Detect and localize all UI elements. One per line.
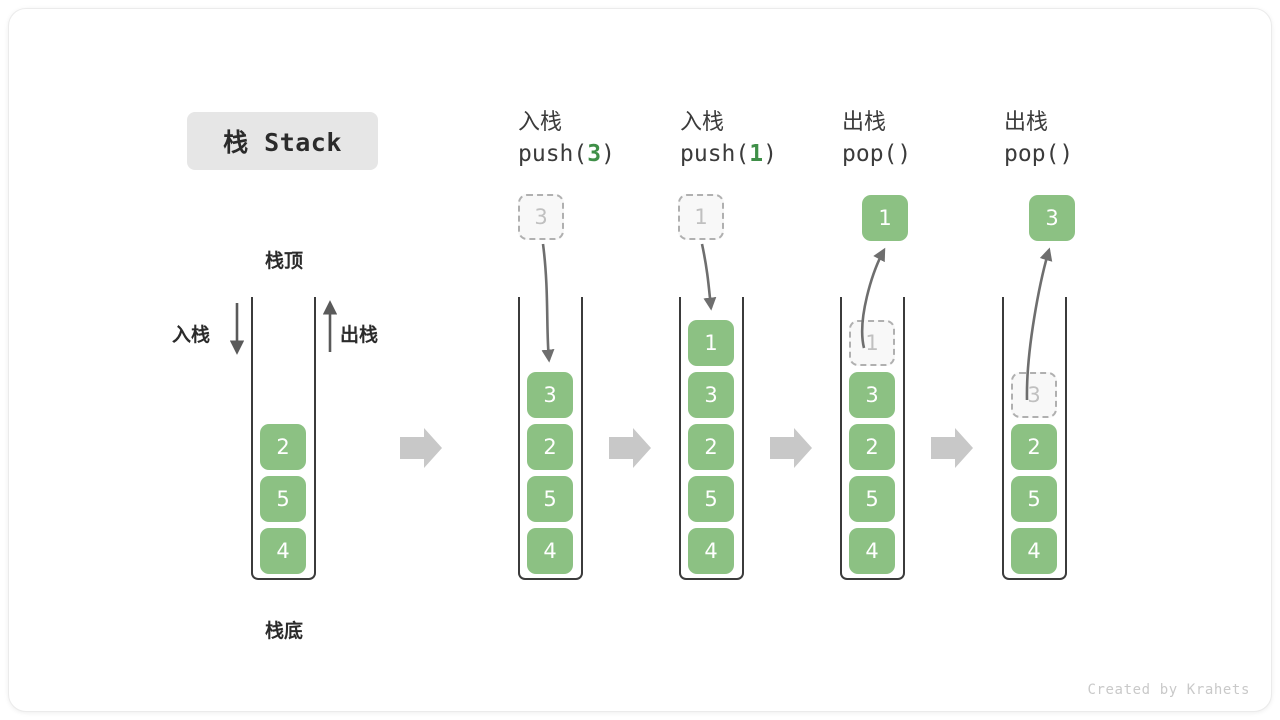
caption-code-arg: 3 xyxy=(587,141,602,167)
stack-container-push-3 xyxy=(518,297,583,580)
stack-cell: 5 xyxy=(527,476,573,522)
caption-code-suffix: ) xyxy=(897,141,912,167)
stack-cell: 5 xyxy=(688,476,734,522)
pop-direction-label: 出栈 xyxy=(340,324,379,346)
stack-cell: 2 xyxy=(849,424,895,470)
caption-code-arg: 1 xyxy=(749,141,764,167)
stack-cell: 1 xyxy=(688,320,734,366)
stack-container-pop-1 xyxy=(840,297,905,580)
stack-top-label: 栈顶 xyxy=(264,250,303,272)
stack-ghost-cell: 1 xyxy=(849,320,895,366)
caption-code: pop() xyxy=(842,138,1012,170)
caption-code: pop() xyxy=(1004,138,1174,170)
incoming-ghost-cell: 1 xyxy=(678,194,724,240)
stack-cell: 4 xyxy=(260,528,306,574)
caption-code-suffix: ) xyxy=(763,141,777,167)
stack-ghost-cell: 3 xyxy=(1011,372,1057,418)
stack-cell: 5 xyxy=(260,476,306,522)
stack-cell: 5 xyxy=(849,476,895,522)
caption-code: push(3) xyxy=(518,138,688,170)
caption-cn: 入栈 xyxy=(680,110,725,135)
stack-cell: 2 xyxy=(527,424,573,470)
caption-code-prefix: push( xyxy=(680,141,750,167)
popped-cell: 3 xyxy=(1029,195,1075,241)
stack-cell: 4 xyxy=(849,528,895,574)
stack-cell: 2 xyxy=(1011,424,1057,470)
caption-cn: 入栈 xyxy=(518,110,563,135)
stack-container-pop-2 xyxy=(1002,297,1067,580)
stack-container-initial xyxy=(251,297,316,580)
stack-cell: 3 xyxy=(688,372,734,418)
caption-code-suffix: ) xyxy=(601,141,615,167)
caption-code-prefix: push( xyxy=(518,141,588,167)
caption-cn: 出栈 xyxy=(1004,110,1049,135)
stack-cell: 5 xyxy=(1011,476,1057,522)
caption-code-prefix: pop( xyxy=(1004,141,1060,167)
column-caption-push-1: 入栈 push(1) xyxy=(680,108,850,170)
stack-cell: 4 xyxy=(688,528,734,574)
diagram-title-badge: 栈 Stack xyxy=(187,112,378,170)
popped-cell: 1 xyxy=(862,195,908,241)
column-caption-push-3: 入栈 push(3) xyxy=(518,108,688,170)
stack-bottom-label: 栈底 xyxy=(264,620,303,642)
stack-cell: 4 xyxy=(527,528,573,574)
stack-cell: 2 xyxy=(688,424,734,470)
incoming-ghost-cell: 3 xyxy=(518,194,564,240)
caption-code-suffix: ) xyxy=(1059,141,1074,167)
stack-cell: 2 xyxy=(260,424,306,470)
caption-cn: 出栈 xyxy=(842,110,887,135)
push-direction-label: 入栈 xyxy=(172,324,211,346)
watermark: Created by Krahets xyxy=(1087,682,1250,698)
page-title: 栈 Stack xyxy=(223,128,342,157)
stack-cell: 4 xyxy=(1011,528,1057,574)
caption-code: push(1) xyxy=(680,138,850,170)
stack-cell: 3 xyxy=(527,372,573,418)
caption-code-prefix: pop( xyxy=(842,141,898,167)
column-caption-pop-1: 出栈 pop() xyxy=(842,108,1012,170)
column-caption-pop-2: 出栈 pop() xyxy=(1004,108,1174,170)
stack-container-push-1 xyxy=(679,297,744,580)
stack-cell: 3 xyxy=(849,372,895,418)
